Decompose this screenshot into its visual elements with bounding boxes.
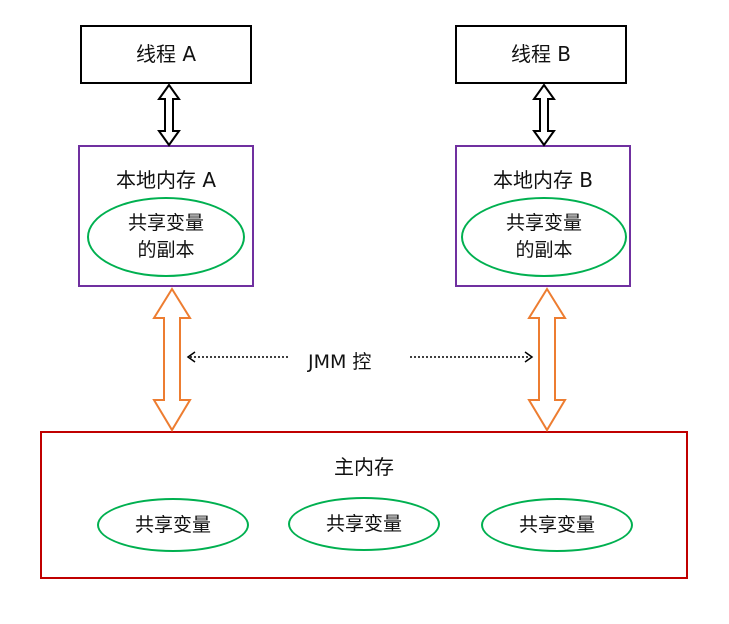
local-memory-a-title: 本地内存 A (115, 168, 217, 192)
local-memory-b: 本地内存 B 共享变量 的副本 (455, 145, 631, 287)
thread-b-double-arrow (532, 83, 556, 147)
copy-b-line2: 的副本 (515, 239, 573, 261)
thread-a-box: 线程 A (80, 25, 252, 84)
copy-b-line1: 共享变量 (505, 212, 582, 234)
main-memory-title: 主内存 (334, 455, 394, 479)
main-shared-variable-1: 共享变量 (97, 498, 249, 552)
thread-b-label: 线程 B (510, 42, 572, 66)
local-a-main-double-arrow (152, 287, 192, 432)
jmm-left-dotted-arrow (186, 351, 290, 363)
shared-variable-copy-a: 共享变量 的副本 (87, 197, 245, 277)
main-shared-variable-2: 共享变量 (288, 497, 440, 551)
jmm-right-dotted-arrow (410, 351, 534, 363)
main-memory: 主内存 共享变量 共享变量 共享变量 (40, 431, 688, 579)
local-memory-a: 本地内存 A 共享变量 的副本 (78, 145, 254, 287)
local-b-main-double-arrow (527, 287, 567, 432)
shared-variable-copy-b: 共享变量 的副本 (461, 197, 627, 277)
thread-b-box: 线程 B (455, 25, 627, 84)
copy-a-line1: 共享变量 (127, 212, 204, 234)
local-memory-b-title: 本地内存 B (492, 168, 594, 192)
thread-a-double-arrow (157, 83, 181, 147)
thread-a-label: 线程 A (135, 42, 197, 66)
main-shared-variable-3: 共享变量 (481, 498, 633, 552)
copy-a-line2: 的副本 (137, 239, 195, 261)
jmm-control-label: JMM 控 (308, 351, 372, 373)
